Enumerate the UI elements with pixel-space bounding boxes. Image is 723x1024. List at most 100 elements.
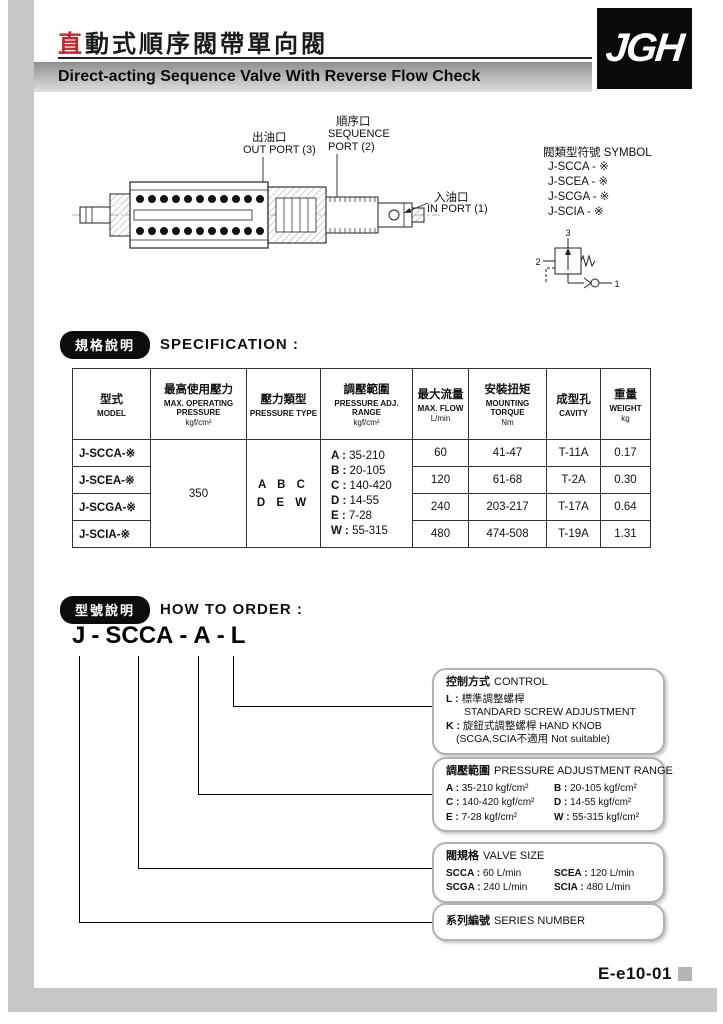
connector-line-size (138, 656, 139, 869)
max-pressure-cell: 350 (150, 439, 247, 548)
table-row: J-SCCA-※ 350 A B C D E W A : 35-210 B : … (72, 439, 651, 548)
order-code: J-SCCA-A-L (72, 622, 245, 650)
table-row: J-SCEA-※ 120 61-68 T-2A 0.30 (72, 466, 651, 494)
specification-badge: 規格說明 (60, 331, 151, 359)
flow-cell: 240 (412, 493, 469, 521)
title-accent-char: 直 (58, 31, 85, 58)
weight-cell: 1.31 (600, 520, 651, 548)
symbol-model-item: J-SCEA - ※ (548, 176, 609, 188)
weight-cell: 0.30 (600, 466, 651, 494)
sequence-port-label-en2: PORT (2) (328, 141, 375, 153)
code-part-size: SCCA (105, 622, 174, 649)
connector-line-series (79, 656, 80, 923)
model-cell: J-SCCA-※ (72, 439, 151, 467)
connector-line-control (233, 656, 234, 707)
range-entry: A : 35-210 kgf/cm² (446, 782, 529, 794)
in-port-label-en: IN PORT (1) (427, 203, 488, 215)
table-row: J-SCIA-※ 480 474-508 T-19A 1.31 (72, 520, 651, 548)
model-cell: J-SCGA-※ (72, 493, 151, 521)
range-entry: W : 55-315 kgf/cm² (554, 811, 640, 823)
control-option-l: L : 標準調整螺桿 (446, 692, 525, 705)
page-title-zh: 直動式順序閥帶單向閥 (58, 24, 328, 59)
bottom-margin-band (8, 988, 717, 1012)
in-port-arrowhead (404, 208, 412, 213)
specification-heading: SPECIFICATION : (160, 336, 299, 353)
document-number-square (678, 967, 692, 981)
connector-line-control (233, 706, 432, 707)
symbol-port-1-label: 1 (614, 279, 619, 289)
flow-cell: 120 (412, 466, 469, 494)
document-number: E-e10-01 (598, 964, 672, 983)
valve-cross-section-drawing: 3 2 1 (72, 154, 620, 289)
control-option-k-note: (SCGA,SCIA不適用 Not suitable) (456, 733, 611, 745)
page-title-en: Direct-acting Sequence Valve With Revers… (58, 68, 481, 85)
page-title-bar-en: Direct-acting Sequence Valve With Revers… (34, 62, 592, 92)
model-cell: J-SCIA-※ (72, 520, 151, 548)
out-port-label-zh: 出油口 (252, 132, 287, 144)
symbol-port-3-label: 3 (565, 228, 570, 238)
code-part-control: L (230, 622, 246, 649)
range-entry: D : 14-55 kgf/cm² (554, 797, 632, 808)
model-cell: J-SCEA-※ (72, 466, 151, 494)
size-entry: SCEA : 120 L/min (554, 867, 635, 879)
size-entry: SCIA : 480 L/min (554, 882, 631, 893)
code-separator: - (216, 622, 225, 649)
torque-cell: 474-508 (468, 520, 547, 548)
symbol-model-list: J-SCCA - ※ J-SCEA - ※ J-SCGA - ※ J-SCIA … (548, 160, 609, 220)
in-port-label-zh: 入油口 (434, 192, 469, 204)
code-part-range: A (193, 622, 211, 649)
connector-line-size (138, 868, 432, 869)
how-to-order-heading: HOW TO ORDER : (160, 601, 303, 618)
hydraulic-symbol-diagram (543, 238, 612, 289)
connector-line-range (198, 656, 199, 795)
range-entry: C : 140-420 kgf/cm² (446, 797, 535, 808)
code-separator: - (179, 622, 188, 649)
symbol-model-item: J-SCCA - ※ (548, 161, 609, 173)
jgh-logo: JGH (597, 8, 692, 89)
connector-line-series (79, 922, 432, 923)
size-entry: SCGA : 240 L/min (446, 882, 528, 893)
weight-cell: 0.17 (600, 439, 651, 467)
cavity-cell: T-17A (546, 493, 601, 521)
symbol-heading: 閥類型符號 SYMBOL (543, 147, 652, 159)
sequence-port-label-zh: 順序口 (336, 116, 371, 128)
symbol-model-item: J-SCIA - ※ (548, 206, 604, 218)
control-option-l-en: STANDARD SCREW ADJUSTMENT (464, 706, 636, 718)
title-rest: 動式順序閥帶單向閥 (85, 31, 328, 58)
cavity-cell: T-2A (546, 466, 601, 494)
code-separator: - (91, 622, 100, 649)
sequence-port-label-en1: SEQUENCE (328, 128, 390, 140)
range-entry: B : 20-105 kgf/cm² (554, 782, 637, 794)
jgh-logo-text: JGH (604, 26, 685, 70)
adj-range-cell: A : 35-210 B : 20-105 C : 140-420 D : 14… (320, 439, 413, 548)
control-option-k: K : 旋鈕式調整螺桿 HAND KNOB (446, 719, 602, 732)
out-port-label-en: OUT PORT (3) (243, 144, 316, 156)
cavity-cell: T-11A (546, 439, 601, 467)
flow-cell: 60 (412, 439, 469, 467)
pressure-type-cell: A B C D E W (246, 439, 321, 548)
torque-cell: 61-68 (468, 466, 547, 494)
torque-cell: 203-217 (468, 493, 547, 521)
size-entry: SCCA : 60 L/min (446, 867, 522, 879)
torque-cell: 41-47 (468, 439, 547, 467)
left-margin-band (8, 0, 34, 1004)
